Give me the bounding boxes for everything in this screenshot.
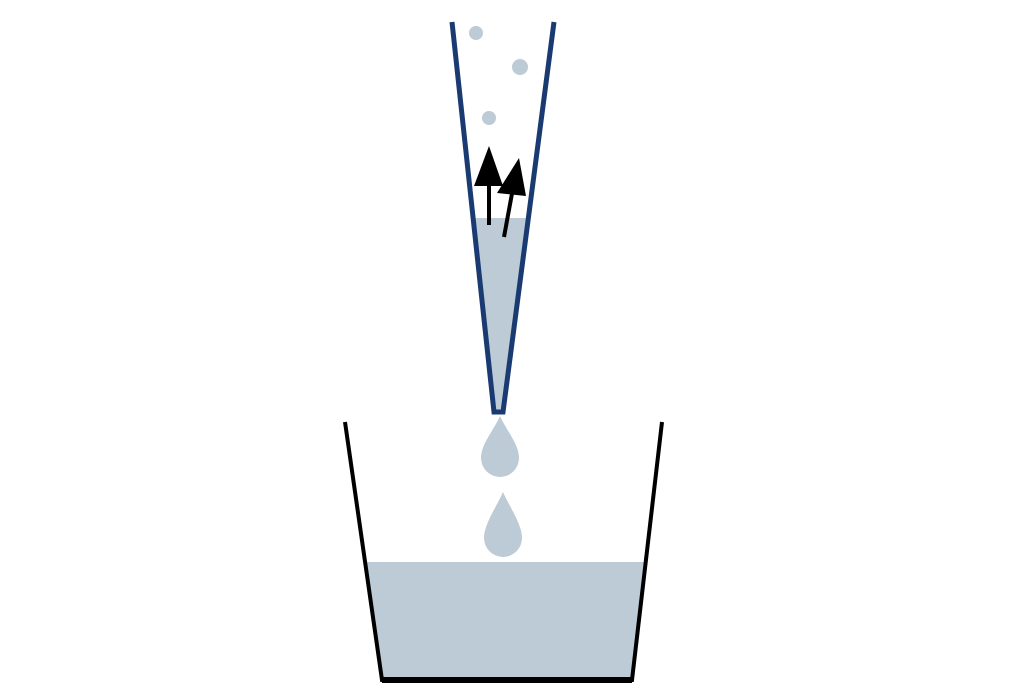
- beaker-liquid: [366, 562, 645, 680]
- tube-liquid: [474, 218, 527, 410]
- bubble: [512, 59, 528, 75]
- bubble: [469, 26, 483, 40]
- bubble: [482, 111, 496, 125]
- arrow-icon: [474, 146, 503, 225]
- arrow-icon: [497, 158, 526, 238]
- tube-outline: [449, 21, 557, 415]
- drop: [481, 416, 519, 477]
- drop: [484, 492, 522, 557]
